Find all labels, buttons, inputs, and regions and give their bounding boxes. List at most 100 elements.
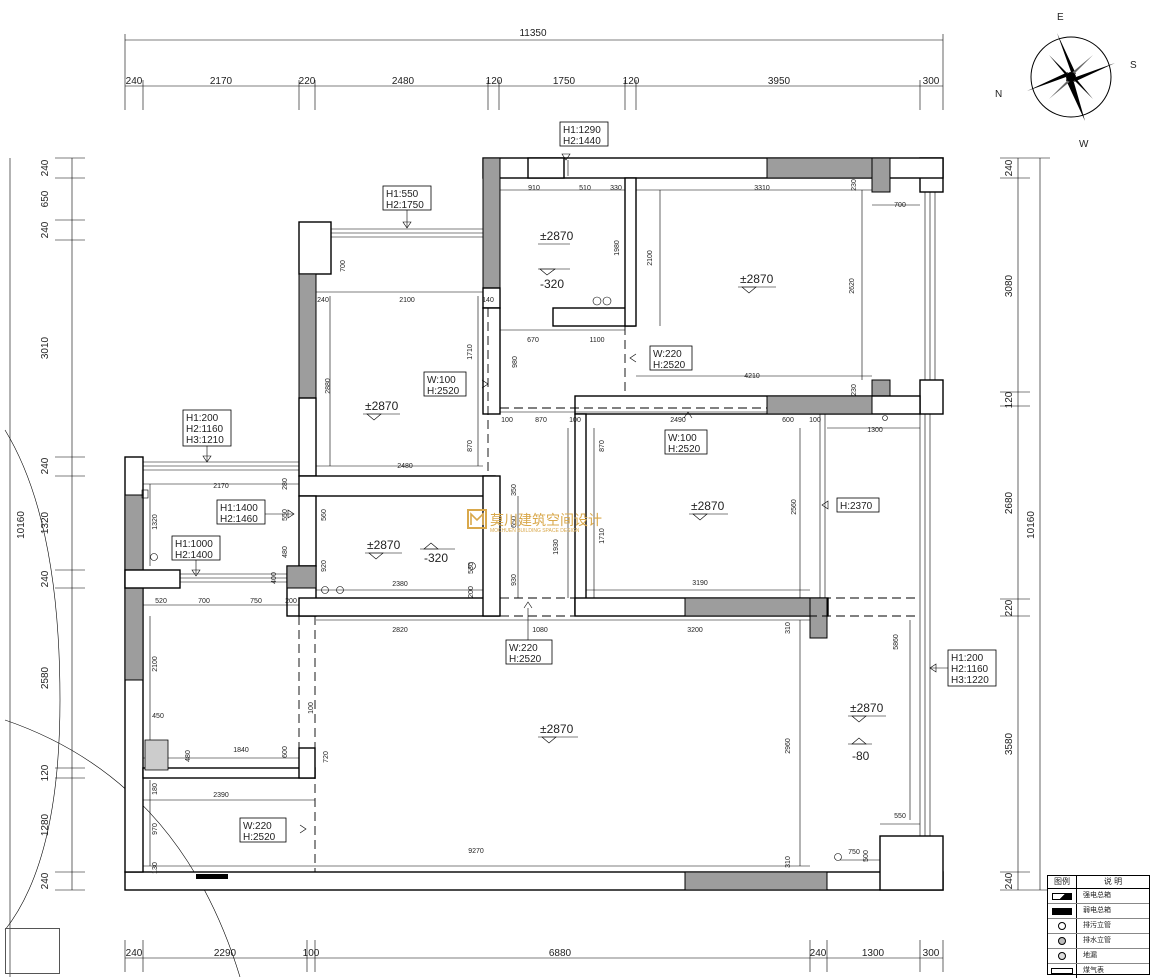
level-text: ±2870 [850,701,884,715]
compass-east-label: E [1057,12,1064,23]
svg-text:H2:1400: H2:1400 [175,550,213,561]
dim-right-7: 240 [1004,872,1015,889]
level-marker: ±2870 -80 [848,701,886,763]
dim-left-total: 10160 [16,511,27,539]
svg-text:H1:1000: H1:1000 [175,539,213,550]
svg-text:H:2370: H:2370 [840,501,873,512]
right-dimensions: 240 3080 120 2680 220 3580 240 10160 [1000,157,1050,891]
dim-left-1: 240 [40,159,51,176]
dim-bottom-7: 300 [923,948,940,959]
legend-row: 强电总箱 [1048,889,1149,904]
idim-9: 2620 [849,278,856,294]
compass-rose: E S N W [995,12,1137,150]
dim-total-width: 11350 [519,28,547,39]
legend-col-desc: 说 明 [1103,877,1123,886]
idim-24: 700 [340,260,347,272]
floor-drain-icon [1058,952,1066,960]
idim-74: 500 [863,850,870,862]
idim-64: 2960 [785,738,792,754]
idim-45: 1320 [152,514,159,530]
idim-47: 480 [282,546,289,558]
dim-left-3: 240 [40,221,51,238]
dim-top-7: 120 [623,76,640,87]
svg-text:H2:1750: H2:1750 [386,200,424,211]
idim-55: 3200 [687,627,703,634]
idim-58: 100 [308,702,315,714]
idim-41: 530 [468,562,475,574]
idim-57: 2100 [152,656,159,672]
idim-1: 910 [528,185,540,192]
legend-label: 排水立管 [1083,937,1111,944]
drain-pipe-icon [150,553,158,561]
level-marker: ±2870 -320 [538,229,574,291]
level-text: ±2870 [365,399,399,413]
weak-electric-box-icon [196,874,228,879]
dim-left-2: 650 [40,190,51,207]
level-marker: ±2870 [689,499,728,521]
svg-text:H1:1290: H1:1290 [563,125,601,136]
level-marker: ±2870 -320 [365,538,455,565]
dim-top-2: 2170 [210,76,233,87]
idim-61: 1840 [233,747,249,754]
idim-23: 140 [482,297,494,304]
svg-text:H:2520: H:2520 [243,832,276,843]
tag-window-bedroom1: H1:550 H2:1750 [382,185,432,229]
level-text: -320 [540,277,564,291]
drain-pipe-icon [602,296,612,306]
dim-right-3: 120 [1004,391,1015,408]
tag-door-bedroom2: W:100 H:2520 [664,411,708,455]
drain-pipe-icon [1058,937,1066,945]
idim-29: 2480 [397,463,413,470]
watermark-logo: 莫川建筑空间设计 MOCHUEN BUILDING SPACE DESIGN [467,509,602,534]
idim-18: 600 [782,417,794,424]
svg-text:H1:200: H1:200 [951,653,984,664]
svg-text:W:100: W:100 [427,375,456,386]
tag-window-side: H1:1400 H2:1460 [216,499,295,525]
idim-19: 100 [809,417,821,424]
idim-54: 2820 [392,627,408,634]
dim-right-4: 2680 [1004,491,1015,514]
dim-right-1: 240 [1004,159,1015,176]
drain-pipe-icon [321,586,329,594]
idim-8: 2100 [647,250,654,266]
dim-left-5: 240 [40,457,51,474]
idim-34: 1930 [553,539,560,555]
strong-electric-box-icon [1052,892,1072,900]
dim-top-3: 220 [299,76,316,87]
legend-label: 煤气表 [1083,967,1104,974]
idim-72: 550 [894,813,906,820]
level-text: ±2870 [367,538,401,552]
sewage-pipe-icon [1058,922,1066,930]
drain-pipe-icon [336,586,344,594]
svg-text:H:2520: H:2520 [653,360,686,371]
dim-top-5: 120 [486,76,503,87]
idim-20: 1300 [867,427,883,434]
legend-table: 图例 说 明 强电总箱 弱电总箱 排污立管 排水立管 地漏 煤气表 [1047,875,1150,978]
idim-35: 930 [511,574,518,586]
svg-text:H3:1220: H3:1220 [951,675,989,686]
floor-drain-icon [882,415,888,421]
dim-left-11: 240 [40,872,51,889]
corner-box [5,928,60,974]
svg-text:H1:200: H1:200 [186,413,219,424]
dim-left-8: 2580 [40,666,51,689]
drain-pipe-icon [468,562,476,570]
idim-59: 450 [152,713,164,720]
tag-door-bedroom1: W:100 H:2520 [423,371,489,397]
legend-row: 地漏 [1048,949,1149,964]
svg-text:W:100: W:100 [668,433,697,444]
svg-text:H2:1460: H2:1460 [220,514,258,525]
level-text: ±2870 [740,272,774,286]
idim-69: 9270 [468,848,484,855]
tag-boxes: H1:1290 H2:1440 H1:550 H2:1750 W:100 H:2… [171,121,997,843]
idim-17: 2490 [670,417,686,424]
idim-53: 1080 [532,627,548,634]
dim-top-4: 2480 [392,76,415,87]
idim-4: 3310 [754,185,770,192]
svg-text:W:220: W:220 [243,821,272,832]
idim-51: 200 [285,598,297,605]
idim-26: 980 [512,356,519,368]
svg-text:H:2520: H:2520 [668,444,701,455]
level-text: ±2870 [540,722,574,736]
idim-36: 350 [511,484,518,496]
